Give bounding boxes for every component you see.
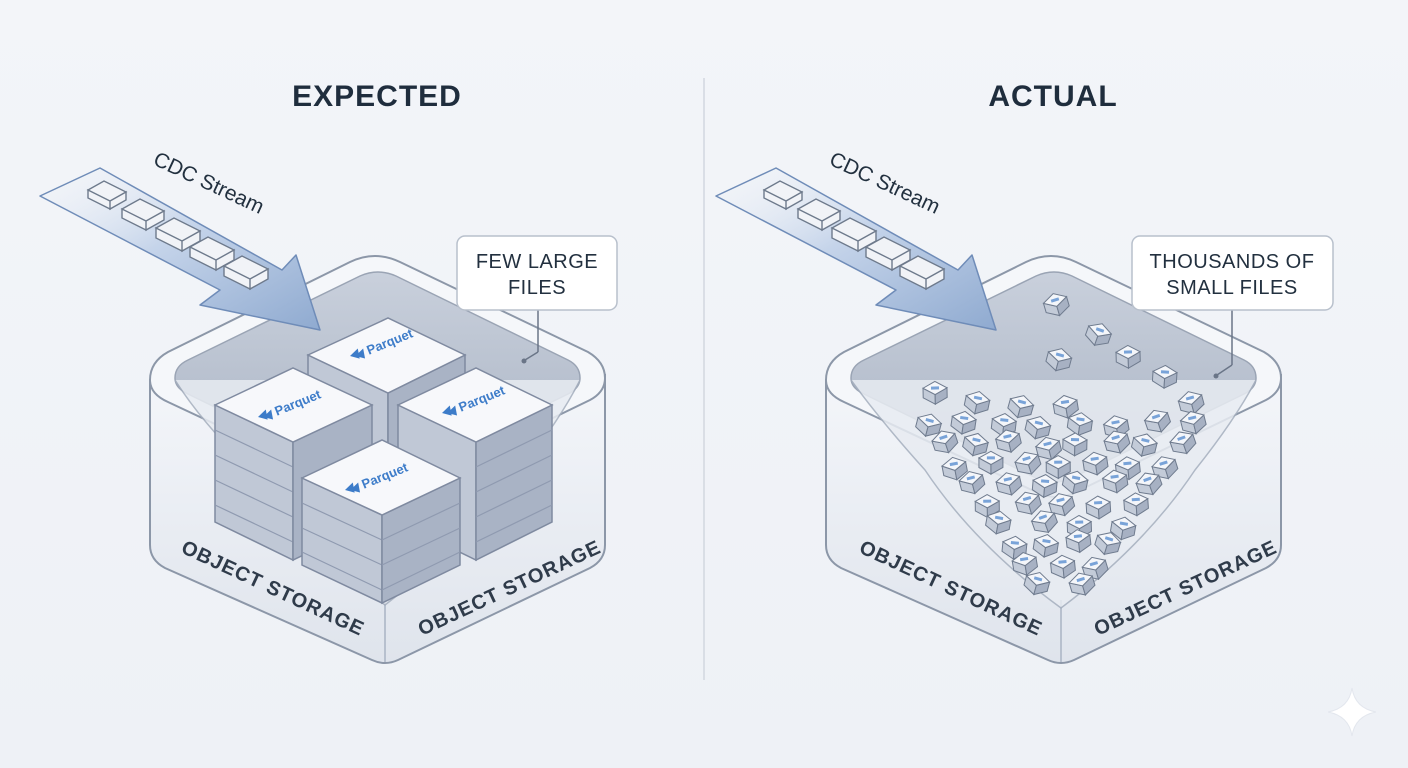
small-file-cube (1130, 433, 1159, 458)
small-file-cube (931, 430, 959, 454)
small-file-cube (1045, 455, 1072, 480)
small-file-cube (1061, 470, 1089, 495)
small-file-cube (915, 413, 943, 438)
parquet-logo-icon (258, 409, 274, 420)
panel-title-actual: ACTUAL (988, 80, 1117, 113)
small-file-cube (940, 456, 968, 481)
small-file-cube (921, 380, 949, 406)
small-files-pile (915, 293, 1207, 596)
small-file-cube (1177, 391, 1205, 415)
small-file-cube (1061, 432, 1089, 457)
small-file-cube (1032, 534, 1060, 559)
small-file-cube (1114, 344, 1142, 370)
small-file-cube (1101, 469, 1129, 494)
small-file-cube (1068, 572, 1096, 596)
small-file-cube (1094, 532, 1122, 556)
callout-line-1: FEW LARGE (476, 251, 598, 273)
small-file-cube (1052, 394, 1079, 419)
small-file-cube (1042, 293, 1070, 317)
small-file-cube (1151, 364, 1179, 390)
parquet-stack: Parquet (300, 439, 462, 605)
small-file-cube (1030, 510, 1059, 534)
small-file-cube (1081, 556, 1109, 581)
panel-expected: EXPECTED OBJECT STORAGE OBJECT STORAGE (39, 80, 618, 664)
small-file-cube (963, 390, 991, 415)
small-file-cube (995, 472, 1023, 496)
parquet-logo-icon (350, 348, 366, 359)
sparkle-icon (1327, 687, 1377, 737)
callout-line-2: SMALL FILES (1166, 277, 1297, 299)
small-file-cube (1169, 431, 1197, 455)
small-file-cube (977, 450, 1004, 475)
panel-title-expected: EXPECTED (292, 80, 462, 113)
small-file-cube (1109, 516, 1137, 541)
small-file-cube (1179, 410, 1207, 435)
small-file-cube (1103, 430, 1131, 454)
callout-few-large-files: FEW LARGE FILES (456, 235, 618, 364)
cdc-stream-arrow-actual: CDC Stream (715, 148, 997, 331)
small-file-cube (1034, 436, 1063, 461)
small-file-cube (958, 470, 986, 495)
small-file-cube (1084, 323, 1113, 347)
small-file-cube (974, 494, 1001, 519)
small-file-cube (1135, 472, 1163, 496)
callout-line-1: THOUSANDS OF (1150, 251, 1315, 273)
small-file-cube (1045, 348, 1073, 372)
small-file-cube (962, 432, 990, 457)
small-file-cube (1064, 529, 1092, 554)
callout-line-2: FILES (508, 277, 566, 299)
small-file-cube (1151, 456, 1179, 480)
small-file-cube (1014, 451, 1042, 475)
small-file-cube (1014, 491, 1042, 516)
small-file-cube (950, 410, 978, 435)
small-file-cube (1007, 395, 1035, 419)
small-file-cube (1122, 492, 1149, 517)
small-file-cube (1143, 409, 1172, 433)
panel-actual: ACTUAL OBJECT STORAGE OBJECT STORAGE CDC… (715, 80, 1334, 664)
small-file-cube (1066, 412, 1094, 437)
parquet-logo-icon (442, 405, 458, 416)
large-file-stacks: Parquet Parquet (213, 317, 554, 605)
small-file-cube (1049, 554, 1076, 579)
cdc-stream-arrow-expected: CDC Stream (39, 148, 321, 331)
small-file-cube (1085, 495, 1112, 520)
small-file-cube (1114, 456, 1141, 481)
small-file-cube (1023, 571, 1051, 596)
small-file-cube (1081, 451, 1109, 476)
small-file-cube (1024, 416, 1052, 440)
small-file-cube (994, 429, 1022, 454)
callout-thousands-small-files: THOUSANDS OF SMALL FILES (1131, 235, 1334, 379)
small-file-cube (1011, 552, 1039, 577)
parquet-logo-icon (345, 482, 361, 493)
small-file-cube (985, 510, 1012, 535)
small-file-cube (1031, 474, 1059, 499)
